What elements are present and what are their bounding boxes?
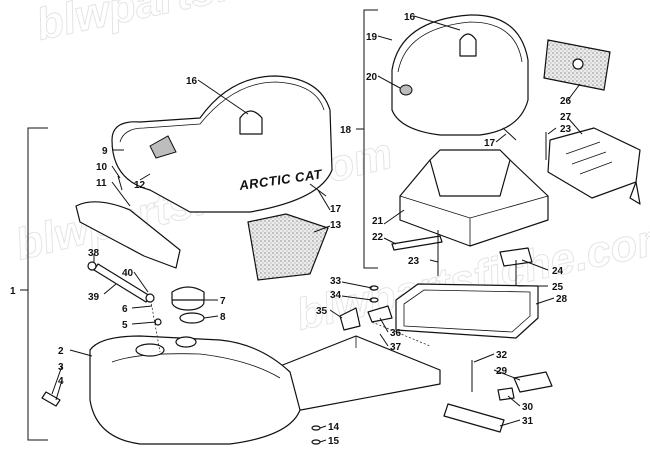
callout-label: 11	[96, 178, 107, 189]
bracket-24	[499, 247, 533, 267]
fastener-14-15	[311, 425, 321, 445]
watermark-text-top: blwpartsfiche.com	[32, 0, 420, 50]
callout-label: 28	[556, 294, 568, 305]
callout-label: 10	[96, 162, 108, 173]
callout-label: 9	[102, 146, 108, 157]
gasket-8	[179, 312, 205, 324]
hose-39	[87, 261, 151, 303]
clamp-40	[145, 293, 155, 303]
callout-label: 4	[58, 376, 64, 387]
fuel-cap-7	[171, 286, 205, 311]
group-label-1: 1	[10, 286, 16, 297]
callout-label: 36	[390, 328, 402, 339]
callout-label: 39	[88, 292, 100, 303]
screw-10	[117, 175, 123, 191]
foam-pad-26	[543, 39, 611, 91]
callout-label: 21	[372, 216, 384, 227]
bracket-35	[339, 307, 361, 331]
strap-37	[371, 321, 431, 347]
bracket-group-18	[356, 9, 378, 269]
callout-label: 3	[58, 362, 64, 373]
callout-label: 37	[390, 342, 402, 353]
strap-22	[391, 235, 443, 251]
callout-label: 23	[560, 124, 572, 135]
callout-label: 24	[552, 266, 564, 277]
leader-lines	[51, 15, 583, 443]
callout-label: 29	[496, 366, 508, 377]
latch-29-30	[497, 371, 553, 401]
bracket-group-1	[20, 127, 48, 441]
main-seat: ARCTIC CAT	[111, 75, 333, 213]
seat-bracket-27	[547, 127, 641, 205]
callout-label: 15	[328, 436, 340, 447]
callout-label: 17	[484, 138, 496, 149]
group-label-18: 18	[340, 125, 352, 136]
callout-label: 27	[560, 112, 572, 123]
callout-label: 16	[186, 76, 198, 87]
callout-label: 6	[122, 304, 128, 315]
callout-label: 16	[404, 12, 416, 23]
callout-label: 13	[330, 220, 342, 231]
callout-labels: 16 19 20 26 27 23 17 21 22 23 24 25 28 1…	[58, 12, 572, 447]
rear-seat-cover	[391, 14, 529, 136]
callout-label: 34	[330, 290, 342, 301]
storage-bin-21	[399, 149, 549, 247]
callout-label: 8	[220, 312, 226, 323]
foam-block-13	[247, 213, 329, 281]
callout-label: 19	[366, 32, 378, 43]
fuel-tank-2	[89, 335, 301, 445]
hinge-31	[443, 403, 505, 433]
callout-label: 12	[134, 180, 146, 191]
latch-36	[367, 305, 393, 323]
callout-label: 35	[316, 306, 328, 317]
vent-hose-6	[149, 295, 161, 353]
rear-panel-11	[75, 201, 181, 269]
callout-label: 40	[122, 268, 134, 279]
callout-label: 7	[220, 296, 226, 307]
callout-label: 30	[522, 402, 534, 413]
callout-label: 26	[560, 96, 572, 107]
callout-label: 32	[496, 350, 508, 361]
callout-label: 23	[408, 256, 420, 267]
callout-label: 17	[330, 204, 342, 215]
callout-label: 33	[330, 276, 342, 287]
pin-17-top	[502, 127, 517, 141]
liner-28	[395, 283, 539, 339]
callout-label: 22	[372, 232, 384, 243]
clamp-3-4	[41, 391, 61, 407]
callout-label: 14	[328, 422, 340, 433]
callout-label: 31	[522, 416, 534, 427]
callout-label: 5	[122, 320, 128, 331]
callout-label: 2	[58, 346, 64, 357]
callout-label: 38	[88, 248, 100, 259]
callout-label: 20	[366, 72, 378, 83]
callout-label: 25	[552, 282, 564, 293]
